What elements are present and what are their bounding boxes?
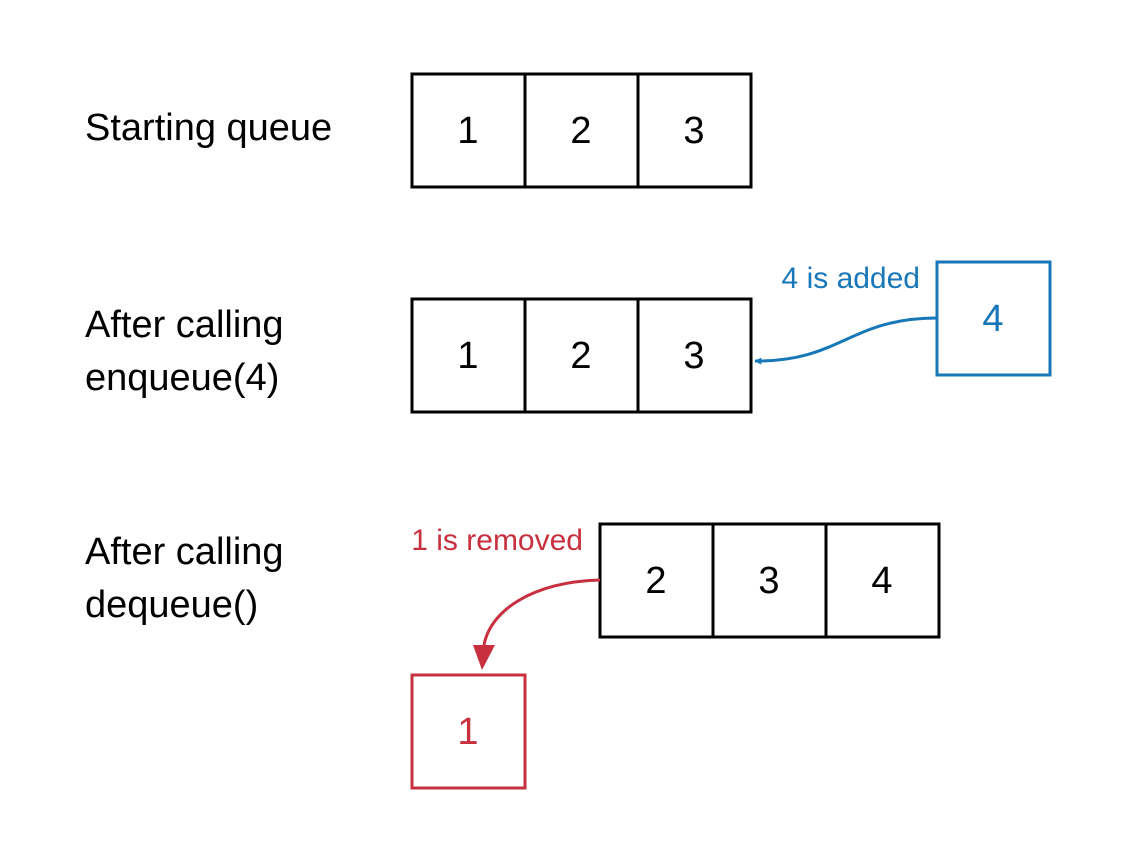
enqueue-note: 4 is added: [782, 262, 920, 295]
dequeue-arrowhead: [473, 645, 495, 670]
queue-cell-box: [711, 522, 828, 639]
dequeued-value: 1: [457, 711, 478, 753]
queue-cell-value: 3: [683, 110, 704, 152]
queue-cell-box: [523, 72, 640, 189]
queue-cell-value: 2: [570, 335, 591, 377]
enqueued-value: 4: [982, 298, 1003, 340]
queue-cell-box: [523, 297, 640, 414]
queue-cell-value: 1: [457, 110, 478, 152]
queue-cell-value: 3: [758, 560, 779, 602]
row-label-after-enqueue-line2: enqueue(4): [85, 357, 279, 399]
row-label-after-dequeue-line1: After calling: [85, 531, 284, 573]
row-label-after-enqueue-line1: After calling: [85, 304, 284, 346]
queue-starting: 1 2 3: [410, 72, 753, 189]
enqueued-box: [935, 260, 1052, 377]
row-label-starting-queue: Starting queue: [85, 107, 332, 149]
dequeued-box: [410, 673, 527, 790]
queue-cell-value: 1: [457, 335, 478, 377]
queue-after-enqueue: 1 2 3: [410, 297, 753, 414]
row-starting-queue: Starting queue 1 2 3: [85, 72, 753, 189]
enqueue-arrow: [754, 316, 938, 365]
queue-cell-value: 2: [645, 560, 666, 602]
row-label-after-dequeue-line2: dequeue(): [85, 584, 258, 626]
queue-cell-box: [636, 72, 753, 189]
enqueued-element: 4: [935, 260, 1052, 377]
queue-cell-value: 4: [871, 560, 892, 602]
queue-after-dequeue: 2 3 4: [598, 522, 941, 639]
queue-cell-value: 3: [683, 335, 704, 377]
queue-cell-box: [410, 72, 527, 189]
row-after-dequeue: After calling dequeue() 2 3 4 1 is remov…: [85, 522, 941, 790]
queue-cell-value: 2: [570, 110, 591, 152]
queue-cell-box: [636, 297, 753, 414]
row-after-enqueue: After calling enqueue(4) 1 2 3 4 4 is ad…: [85, 260, 1052, 414]
dequeued-element: 1: [410, 673, 527, 790]
dequeue-arrow: [482, 578, 601, 646]
dequeue-note: 1 is removed: [411, 524, 583, 557]
queue-cell-box: [824, 522, 941, 639]
